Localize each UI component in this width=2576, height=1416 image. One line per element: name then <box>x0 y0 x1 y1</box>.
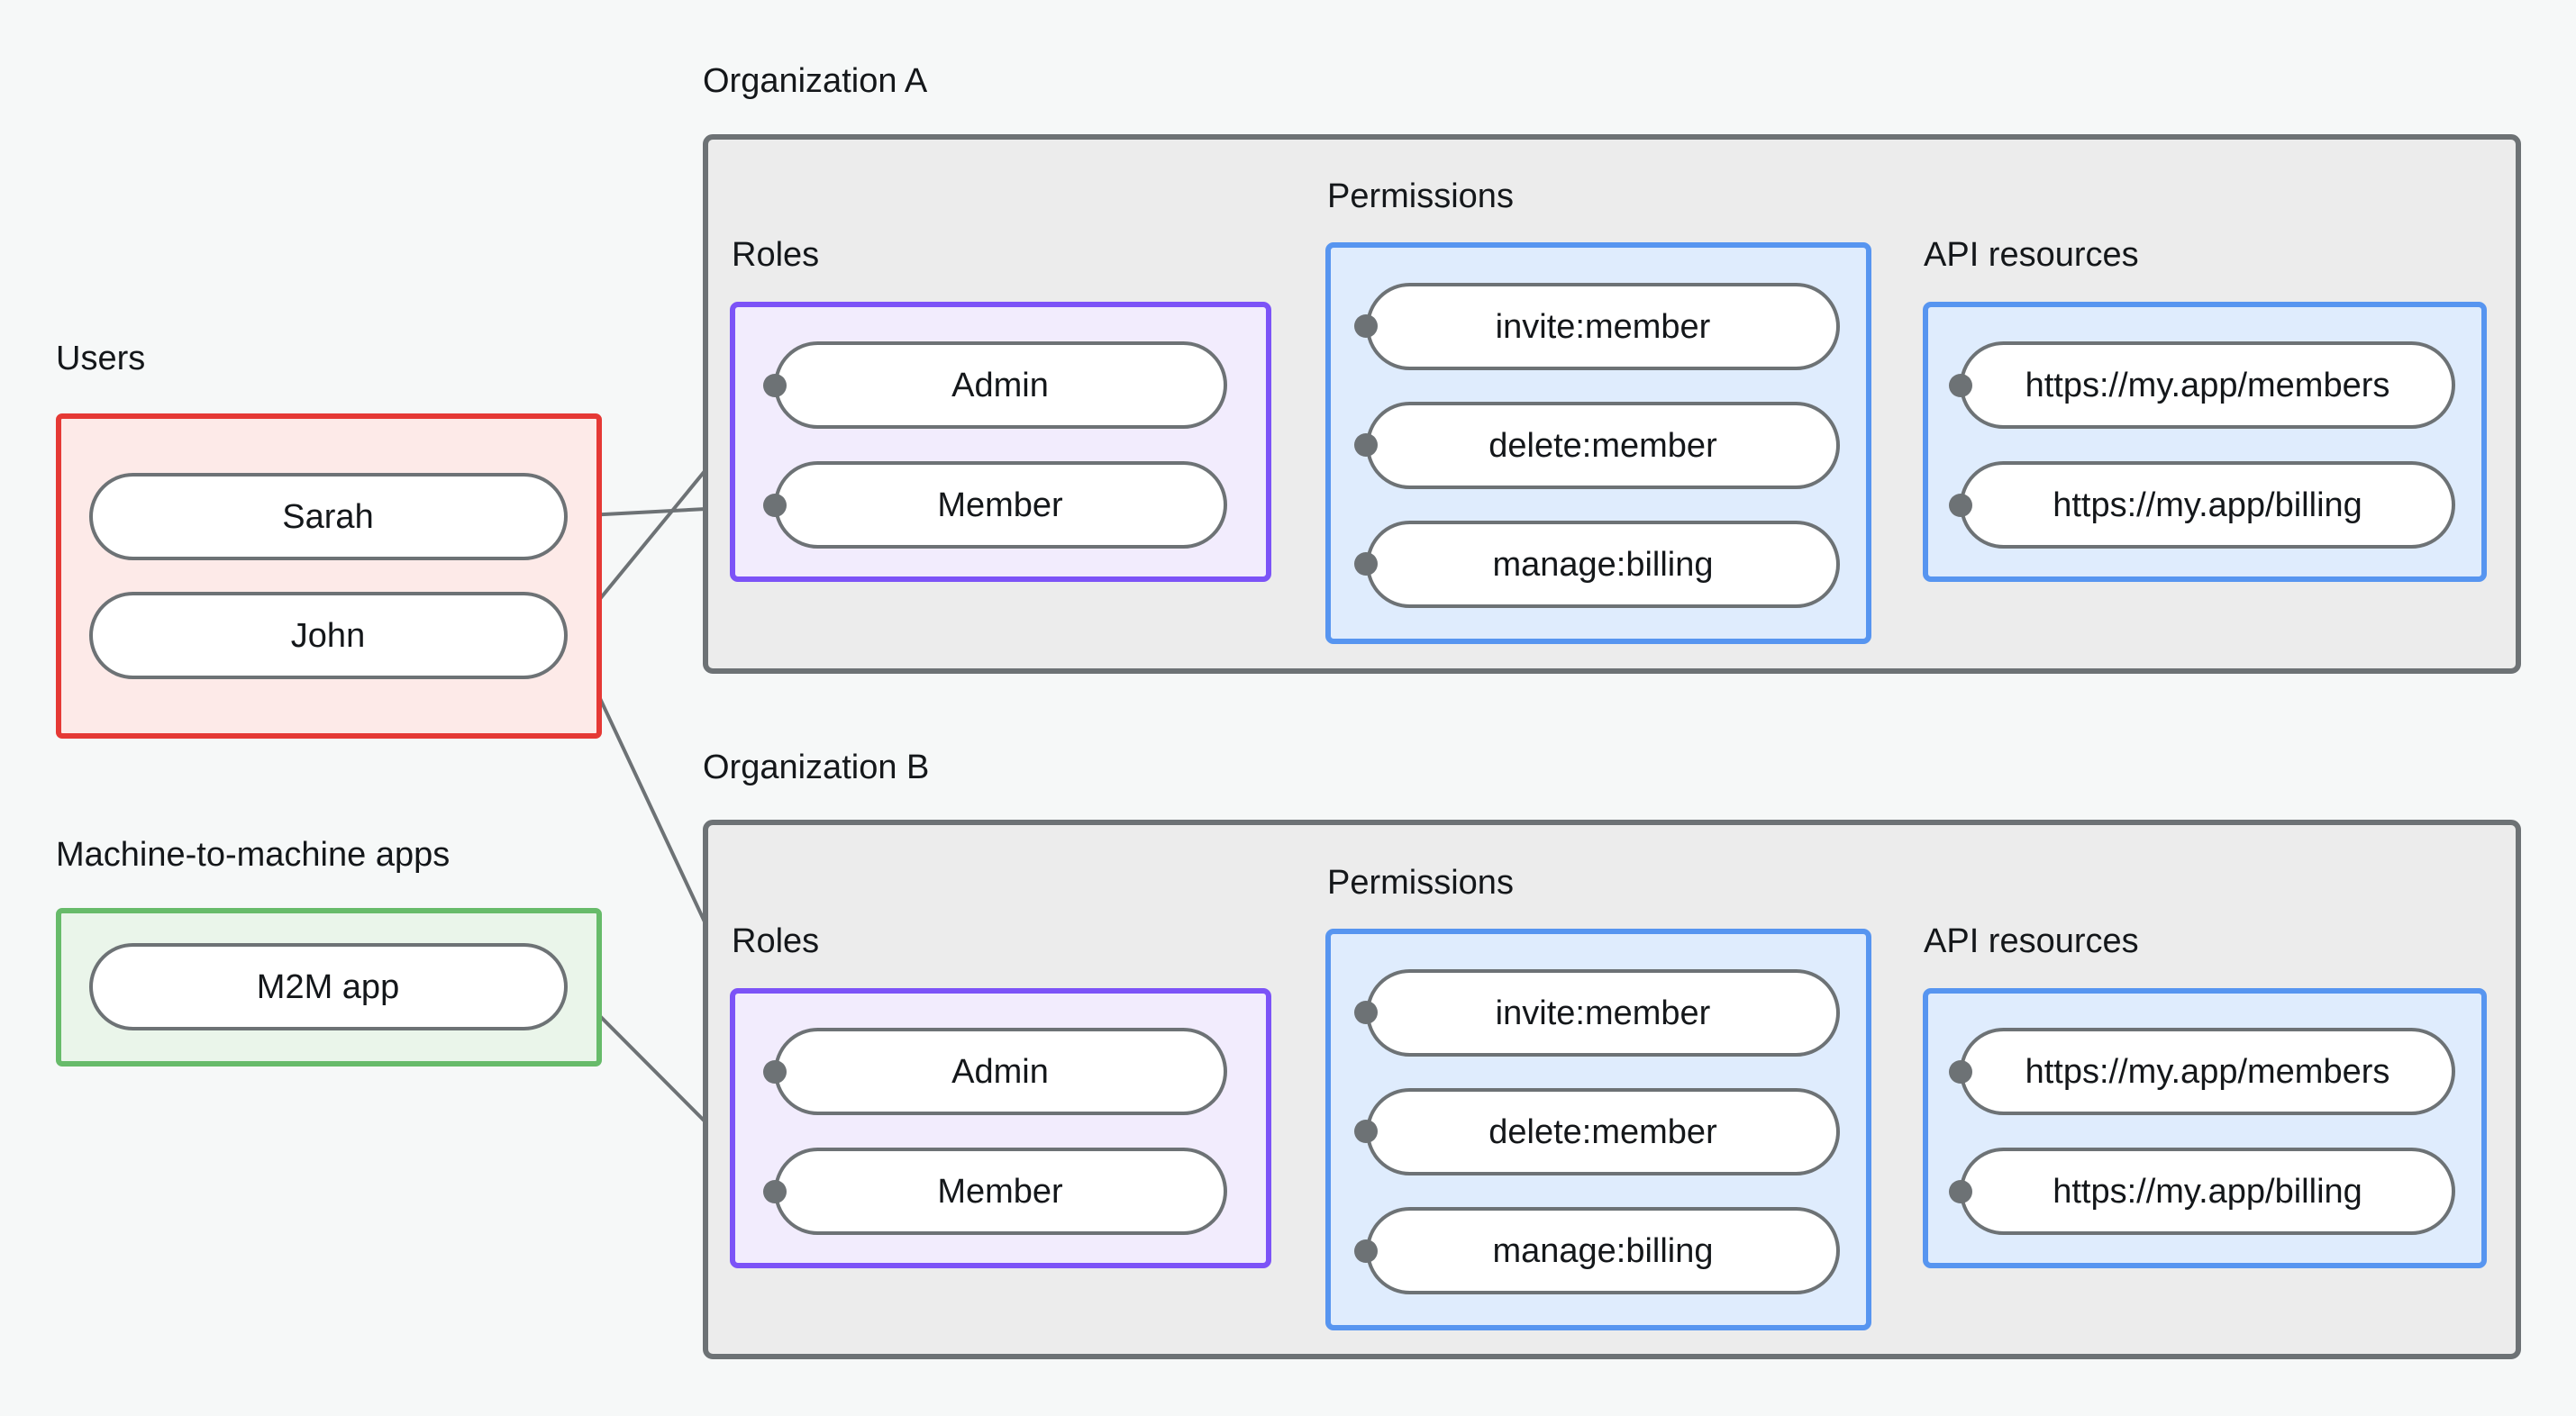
dot-orgA-members-in <box>1949 374 1972 397</box>
org-a-api-members[interactable]: https://my.app/members <box>1960 341 2455 429</box>
org-b-api-members-label: https://my.app/members <box>2025 1053 2390 1091</box>
org-b-role-member-label: Member <box>937 1173 1063 1211</box>
org-b-api-billing-label: https://my.app/billing <box>2053 1173 2362 1211</box>
org-b-api-billing[interactable]: https://my.app/billing <box>1960 1148 2455 1235</box>
org-a-api-members-label: https://my.app/members <box>2025 367 2390 404</box>
org-a-title: Organization A <box>703 62 928 100</box>
org-b-api-title: API resources <box>1924 922 2139 960</box>
org-a-role-admin-label: Admin <box>951 367 1049 404</box>
org-a-permission-manage-billing-label: manage:billing <box>1492 546 1713 584</box>
org-a-role-member[interactable]: Member <box>774 461 1227 549</box>
user-sarah[interactable]: Sarah <box>89 473 568 560</box>
org-b-permission-manage-billing[interactable]: manage:billing <box>1366 1207 1840 1294</box>
users-group <box>56 413 602 739</box>
m2m-app[interactable]: M2M app <box>89 943 568 1030</box>
dot-orgA-delete-in <box>1354 433 1378 457</box>
dot-orgB-admin-in <box>763 1060 787 1084</box>
org-b-role-admin[interactable]: Admin <box>774 1028 1227 1115</box>
org-a-permissions-title: Permissions <box>1327 177 1514 215</box>
org-b-roles-title: Roles <box>732 922 819 960</box>
org-a-roles-title: Roles <box>732 236 819 274</box>
dot-orgA-invite-in <box>1354 314 1378 338</box>
org-a-role-member-label: Member <box>937 486 1063 524</box>
dot-orgB-invite-in <box>1354 1001 1378 1024</box>
dot-orgA-manage-in <box>1354 552 1378 576</box>
org-a-permission-delete-member-label: delete:member <box>1488 427 1717 465</box>
org-a-permission-invite-member[interactable]: invite:member <box>1366 283 1840 370</box>
dot-orgA-member-in <box>763 494 787 517</box>
org-a-role-admin[interactable]: Admin <box>774 341 1227 429</box>
org-b-permission-manage-billing-label: manage:billing <box>1492 1232 1713 1270</box>
org-b-permission-delete-member-label: delete:member <box>1488 1113 1717 1151</box>
org-b-permissions-title: Permissions <box>1327 864 1514 902</box>
org-a-permission-delete-member[interactable]: delete:member <box>1366 402 1840 489</box>
org-b-permission-invite-member-label: invite:member <box>1496 994 1711 1032</box>
dot-orgB-manage-in <box>1354 1239 1378 1263</box>
org-b-permission-delete-member[interactable]: delete:member <box>1366 1088 1840 1175</box>
org-b-api-members[interactable]: https://my.app/members <box>1960 1028 2455 1115</box>
org-b-role-member[interactable]: Member <box>774 1148 1227 1235</box>
m2m-title: Machine-to-machine apps <box>56 836 450 874</box>
org-a-api-billing[interactable]: https://my.app/billing <box>1960 461 2455 549</box>
connector-endpoint-layer <box>763 314 1972 1263</box>
dot-orgB-billing-in <box>1949 1180 1972 1203</box>
org-b-permission-invite-member[interactable]: invite:member <box>1366 969 1840 1057</box>
org-a-permission-invite-member-label: invite:member <box>1496 308 1711 346</box>
user-sarah-label: Sarah <box>282 498 373 536</box>
user-john-label: John <box>291 617 365 655</box>
org-a-api-title: API resources <box>1924 236 2139 274</box>
dot-orgB-members-in <box>1949 1060 1972 1084</box>
org-b-role-admin-label: Admin <box>951 1053 1049 1091</box>
dot-orgB-member-in <box>763 1180 787 1203</box>
org-a-permission-manage-billing[interactable]: manage:billing <box>1366 521 1840 608</box>
m2m-app-label: M2M app <box>257 968 399 1006</box>
users-title: Users <box>56 340 145 377</box>
dot-orgA-admin-in <box>763 374 787 397</box>
dot-orgA-billing-in <box>1949 494 1972 517</box>
user-john[interactable]: John <box>89 592 568 679</box>
dot-orgB-delete-in <box>1354 1120 1378 1143</box>
org-b-title: Organization B <box>703 749 929 786</box>
org-a-api-billing-label: https://my.app/billing <box>2053 486 2362 524</box>
